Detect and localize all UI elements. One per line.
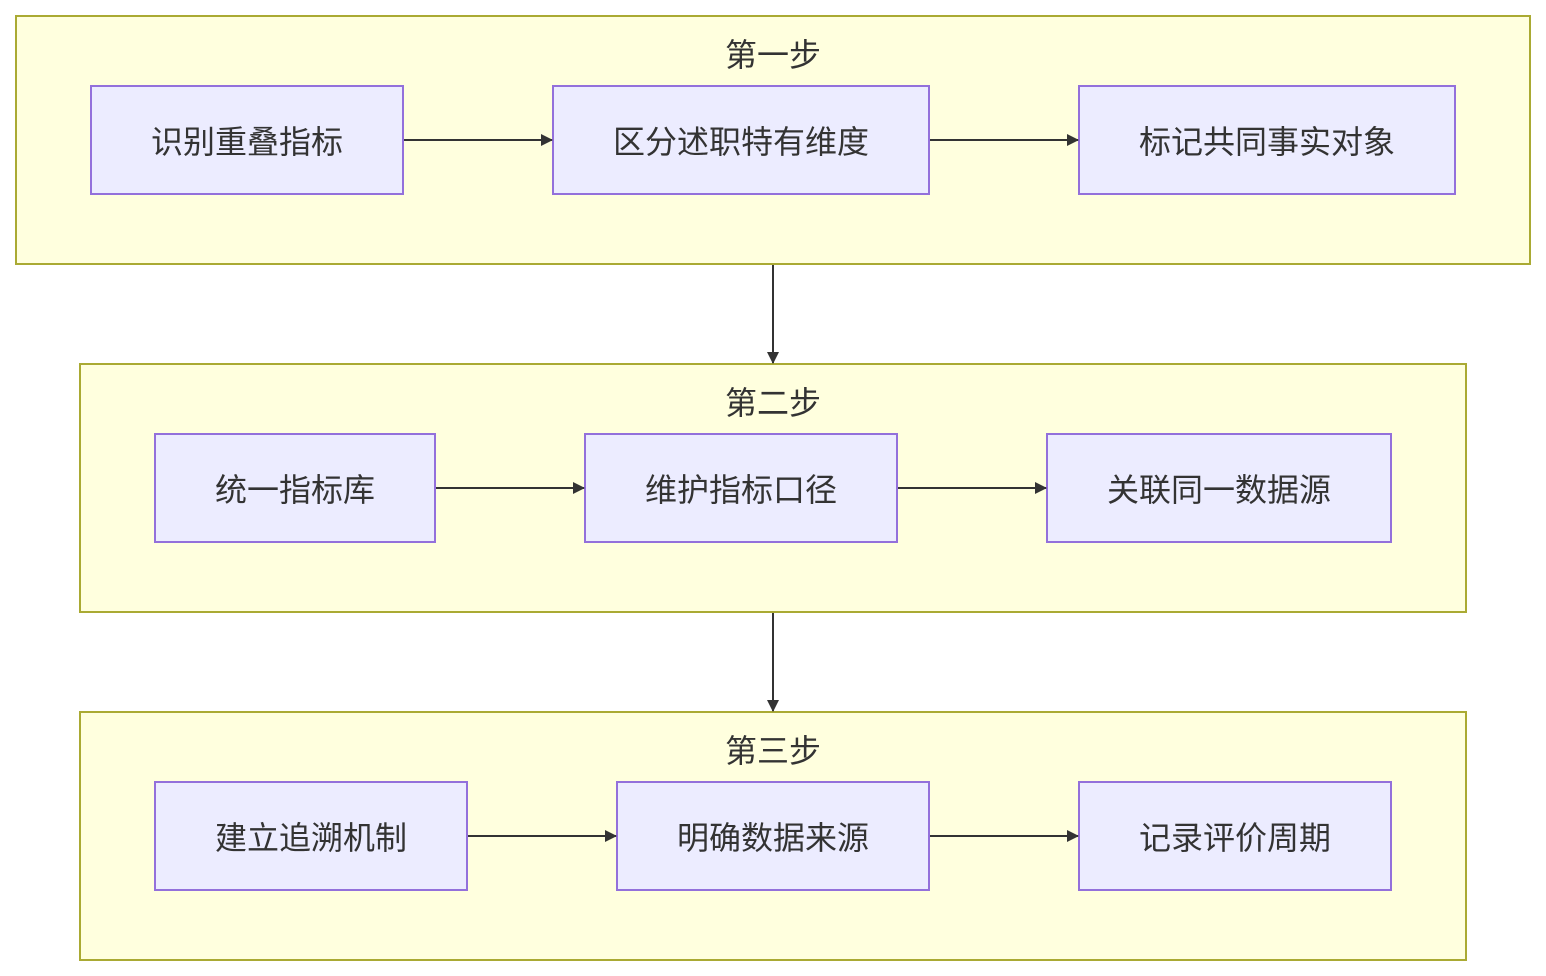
node-identify-overlap-metrics[interactable]: 识别重叠指标	[90, 85, 404, 195]
node-clarify-data-source[interactable]: 明确数据来源	[616, 781, 930, 891]
node-distinguish-report-dimensions[interactable]: 区分述职特有维度	[552, 85, 930, 195]
node-record-evaluation-cycle[interactable]: 记录评价周期	[1078, 781, 1392, 891]
step-2-title: 第二步	[724, 384, 821, 422]
step-3-title: 第三步	[724, 732, 821, 770]
node-maintain-metric-definition[interactable]: 维护指标口径	[584, 433, 898, 543]
node-build-traceability[interactable]: 建立追溯机制	[154, 781, 468, 891]
node-mark-common-fact-objects[interactable]: 标记共同事实对象	[1078, 85, 1456, 195]
node-unified-metric-library[interactable]: 统一指标库	[154, 433, 436, 543]
step-1-title: 第一步	[724, 36, 821, 74]
node-link-same-data-source[interactable]: 关联同一数据源	[1046, 433, 1392, 543]
